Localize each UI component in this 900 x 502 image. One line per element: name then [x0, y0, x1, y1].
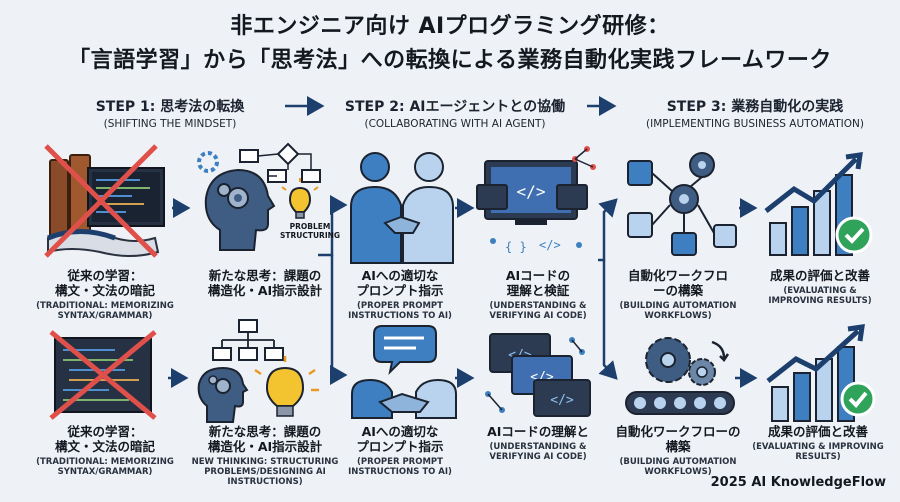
svg-text:</>: </> — [539, 238, 561, 252]
top-card-4-caption: AIコードの 理解と検証 — [505, 268, 571, 298]
top-card-1-sub: (TRADITIONAL: MEMORIZING SYNTAX/GRAMMAR) — [36, 301, 174, 321]
bottom-card-6: 成果の評価と改善 (EVALUATING & IMPROVING RESULTS… — [740, 424, 896, 462]
top-card-3: AIへの適切な プロンプト指示 (PROPER PROMPT INSTRUCTI… — [330, 268, 470, 321]
ai-code-screens-icon: </> { } </> — [476, 146, 596, 254]
svg-text:</>: </> — [550, 393, 574, 408]
connector-step2-step3-top — [598, 198, 618, 262]
bottom-card-4: AIコードの理解と (UNDERSTANDING & VERIFYING AI … — [466, 424, 610, 462]
top-card-4: AIコードの 理解と検証 (UNDERSTANDING & VERIFYING … — [468, 268, 608, 321]
top-card-5-sub: (BUILDING AUTOMATION WORKFLOWS) — [619, 301, 737, 321]
step-3-subheading: (IMPLEMENTING BUSINESS AUTOMATION) — [646, 118, 864, 130]
step-2-subheading: (COLLABORATING WITH AI AGENT) — [364, 118, 546, 130]
svg-text:{ }: { } — [505, 240, 527, 254]
step-2-header: STEP 2: AIエージェントとの協働 (COLLABORATING WITH… — [330, 96, 580, 130]
handshake-icon — [350, 152, 454, 264]
page-title-line1: 非エンジニア向け AIプログラミング研修： — [230, 14, 670, 39]
step-3-heading: STEP 3: 業務自動化の実践 — [666, 99, 844, 115]
step-1-header: STEP 1: 思考法の転換 (SHIFTING THE MINDSET) — [60, 96, 280, 130]
top-card-4-sub: (UNDERSTANDING & VERIFYING AI CODE) — [489, 301, 587, 321]
top-card-3-sub: (PROPER PROMPT INSTRUCTIONS TO AI) — [348, 301, 452, 321]
connector-step1-step2-bottom — [330, 255, 348, 385]
step-2-heading: STEP 2: AIエージェントとの協働 — [344, 99, 566, 115]
svg-text:</>: </> — [517, 182, 546, 201]
problem-structuring-icon — [197, 142, 321, 251]
bottom-card-3-sub: (PROPER PROMPT INSTRUCTIONS TO AI) — [348, 457, 452, 477]
bottom-card-5-caption: 自動化ワークフローの 構築 — [615, 424, 741, 454]
bottom-card-3-caption: AIへの適切な プロンプト指示 — [356, 424, 444, 454]
step-3-header: STEP 3: 業務自動化の実践 (IMPLEMENTING BUSINESS … — [620, 96, 890, 130]
bottom-card-1-sub: (TRADITIONAL: MEMORIZING SYNTAX/GRAMMAR) — [36, 457, 174, 477]
bottom-card-6-caption: 成果の評価と改善 — [767, 424, 868, 439]
workflow-icon — [627, 152, 737, 256]
top-card-6: 成果の評価と改善 (EVALUATING & IMPROVING RESULTS… — [745, 268, 895, 306]
top-card-2: 新たな思考：課題の 構造化・AI指示設計 — [180, 268, 350, 298]
connector-step2-step3-bottom — [598, 260, 618, 380]
page-title-line2: 「言語学習」から「思考法」への転換による業務自動化実践フレームワーク — [68, 48, 832, 73]
top-card-1-caption: 従来の学習： 構文・文法の暗記 — [54, 268, 155, 298]
bottom-card-4-sub: (UNDERSTANDING & VERIFYING AI CODE) — [489, 442, 587, 462]
stacked-code-windows-icon: </> </> </> — [485, 333, 591, 417]
bottom-card-2-sub: NEW THINKING: STRUCTURING PROBLEMS/DESIG… — [191, 457, 339, 487]
top-card-3-caption: AIへの適切な プロンプト指示 — [356, 268, 444, 298]
code-screen-crossed-icon — [49, 330, 157, 420]
top-card-1: 従来の学習： 構文・文法の暗記 (TRADITIONAL: MEMORIZING… — [20, 268, 190, 321]
thinking-structure-icon — [197, 319, 319, 423]
problem-structuring-label: PROBLEM STRUCTURING — [279, 222, 341, 240]
conveyor-gears-icon — [625, 337, 735, 415]
step-1-heading: STEP 1: 思考法の転換 — [95, 99, 245, 115]
bottom-card-2: 新たな思考：課題の 構造化・AI指示設計 NEW THINKING: STRUC… — [178, 424, 352, 487]
top-card-6-sub: (EVALUATING & IMPROVING RESULTS) — [768, 286, 872, 306]
growth-chart-icon — [764, 152, 873, 256]
bottom-card-3: AIへの適切な プロンプト指示 (PROPER PROMPT INSTRUCTI… — [330, 424, 470, 477]
bottom-card-2-caption: 新たな思考：課題の 構造化・AI指示設計 — [207, 424, 323, 454]
connector-step1-step2-top — [318, 195, 348, 257]
top-card-6-caption: 成果の評価と改善 — [769, 268, 870, 283]
top-card-2-caption: 新たな思考：課題の 構造化・AI指示設計 — [207, 268, 323, 298]
bottom-card-1: 従来の学習： 構文・文法の暗記 (TRADITIONAL: MEMORIZING… — [20, 424, 190, 477]
old-books-icon — [44, 144, 165, 258]
footer-credit: 2025 AI KnowledgeFlow — [710, 475, 886, 490]
step-1-subheading: (SHIFTING THE MINDSET) — [103, 118, 237, 130]
bottom-card-4-caption: AIコードの理解と — [487, 424, 589, 439]
bottom-card-5-sub: (BUILDING AUTOMATION WORKFLOWS) — [619, 457, 737, 477]
results-chart-icon — [766, 324, 876, 422]
top-card-5-caption: 自動化ワークフロ ーの構築 — [627, 268, 728, 298]
prompt-handshake-icon — [351, 325, 457, 419]
bottom-card-6-sub: (EVALUATING & IMPROVING RESULTS) — [752, 442, 884, 462]
bottom-card-5: 自動化ワークフローの 構築 (BUILDING AUTOMATION WORKF… — [606, 424, 750, 477]
top-card-5: 自動化ワークフロ ーの構築 (BUILDING AUTOMATION WORKF… — [608, 268, 748, 321]
bottom-card-1-caption: 従来の学習： 構文・文法の暗記 — [54, 424, 155, 454]
